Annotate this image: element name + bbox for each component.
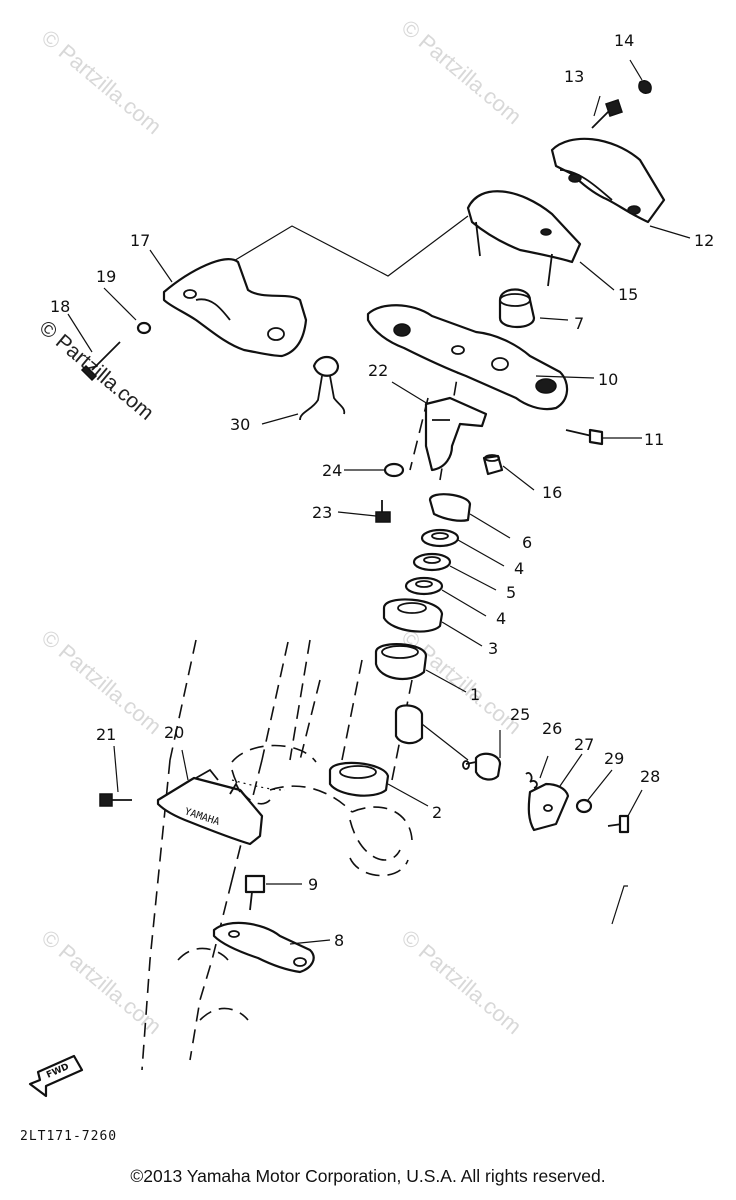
part-15-handle-holder <box>466 190 582 287</box>
part-collar <box>394 704 424 745</box>
part-24-washer <box>383 462 405 478</box>
callout-25: 25 <box>510 705 530 724</box>
callout-13: 13 <box>564 67 584 86</box>
part-4-washer-lower <box>404 576 444 596</box>
callout-5: 5 <box>506 583 516 602</box>
part-2-lower-bearing <box>328 761 390 797</box>
part-3-dust-seal <box>382 598 444 633</box>
part-30-wire <box>299 355 346 421</box>
callout-23: 23 <box>312 503 332 522</box>
leader-lines <box>67 59 691 945</box>
part-13-bolt <box>591 99 623 129</box>
watermarks: © Partzilla.com © Partzilla.com © Partzi… <box>35 15 527 1039</box>
callout-26: 26 <box>542 719 562 738</box>
part-7-cap <box>498 288 536 329</box>
watermark: © Partzilla.com <box>37 625 167 739</box>
part-20-bracket: YAMAHA <box>156 768 264 846</box>
callout-15: 15 <box>618 285 638 304</box>
callout-17: 17 <box>130 231 150 250</box>
watermark: © Partzilla.com <box>37 25 167 139</box>
callout-30: 30 <box>230 415 250 434</box>
callout-28: 28 <box>640 767 660 786</box>
watermark: © Partzilla.com <box>37 925 167 1039</box>
part-16-nut <box>482 454 504 476</box>
part-25-switch <box>462 752 502 781</box>
part-29-collar <box>575 798 593 814</box>
part-8-under-cover <box>212 921 315 974</box>
part-28-screw <box>607 814 630 834</box>
fwd-arrow-icon: FWD <box>28 1054 84 1098</box>
part-14-nut <box>638 80 652 94</box>
part-26-spring <box>525 772 538 789</box>
callout-7: 7 <box>574 314 584 333</box>
callout-12: 12 <box>694 231 714 250</box>
part-23-bolt <box>375 500 391 523</box>
watermark: © Partzilla.com <box>397 15 527 129</box>
callout-22: 22 <box>368 361 388 380</box>
callout-19: 19 <box>96 267 116 286</box>
part-11-bolt <box>565 428 604 446</box>
callout-6: 6 <box>522 533 532 552</box>
part-5-ring-nut <box>412 552 452 572</box>
part-22-stay <box>424 396 488 472</box>
part-9-bolt <box>244 874 266 911</box>
part-1-bearing <box>374 643 428 680</box>
part-27-cover <box>527 782 570 832</box>
callout-18: 18 <box>50 297 70 316</box>
callout-8: 8 <box>334 931 344 950</box>
watermark: © Partzilla.com <box>397 925 527 1039</box>
callout-2: 2 <box>432 803 442 822</box>
callout-labels: 1 2 3 4 4 5 6 7 8 9 10 11 12 13 14 15 16… <box>50 31 714 950</box>
diagram-code: 2LT171-7260 <box>20 1129 117 1144</box>
part-19-washer <box>136 321 152 335</box>
callout-14: 14 <box>614 31 634 50</box>
part-17-bracket <box>162 258 308 358</box>
callout-11: 11 <box>644 430 664 449</box>
callout-29: 29 <box>604 749 624 768</box>
fork-outline <box>141 359 461 1071</box>
part-6-ring-nut <box>428 493 472 522</box>
callout-21: 21 <box>96 725 116 744</box>
callout-4-lower: 4 <box>496 609 506 628</box>
callout-4-upper: 4 <box>514 559 524 578</box>
part-18-bolt <box>80 341 121 382</box>
callout-3: 3 <box>488 639 498 658</box>
holder-link-lines <box>231 215 469 277</box>
part-4-washer-upper <box>420 528 460 548</box>
callout-16: 16 <box>542 483 562 502</box>
callout-27: 27 <box>574 735 594 754</box>
copyright-notice: ©2013 Yamaha Motor Corporation, U.S.A. A… <box>130 1166 606 1186</box>
part-10-crown <box>366 304 569 411</box>
callout-24: 24 <box>322 461 342 480</box>
callout-20: 20 <box>164 723 184 742</box>
part-21-bolt <box>99 793 132 807</box>
callout-1: 1 <box>470 685 480 704</box>
callout-9: 9 <box>308 875 318 894</box>
callout-10: 10 <box>598 370 618 389</box>
part-12-upper-holder <box>550 137 666 224</box>
